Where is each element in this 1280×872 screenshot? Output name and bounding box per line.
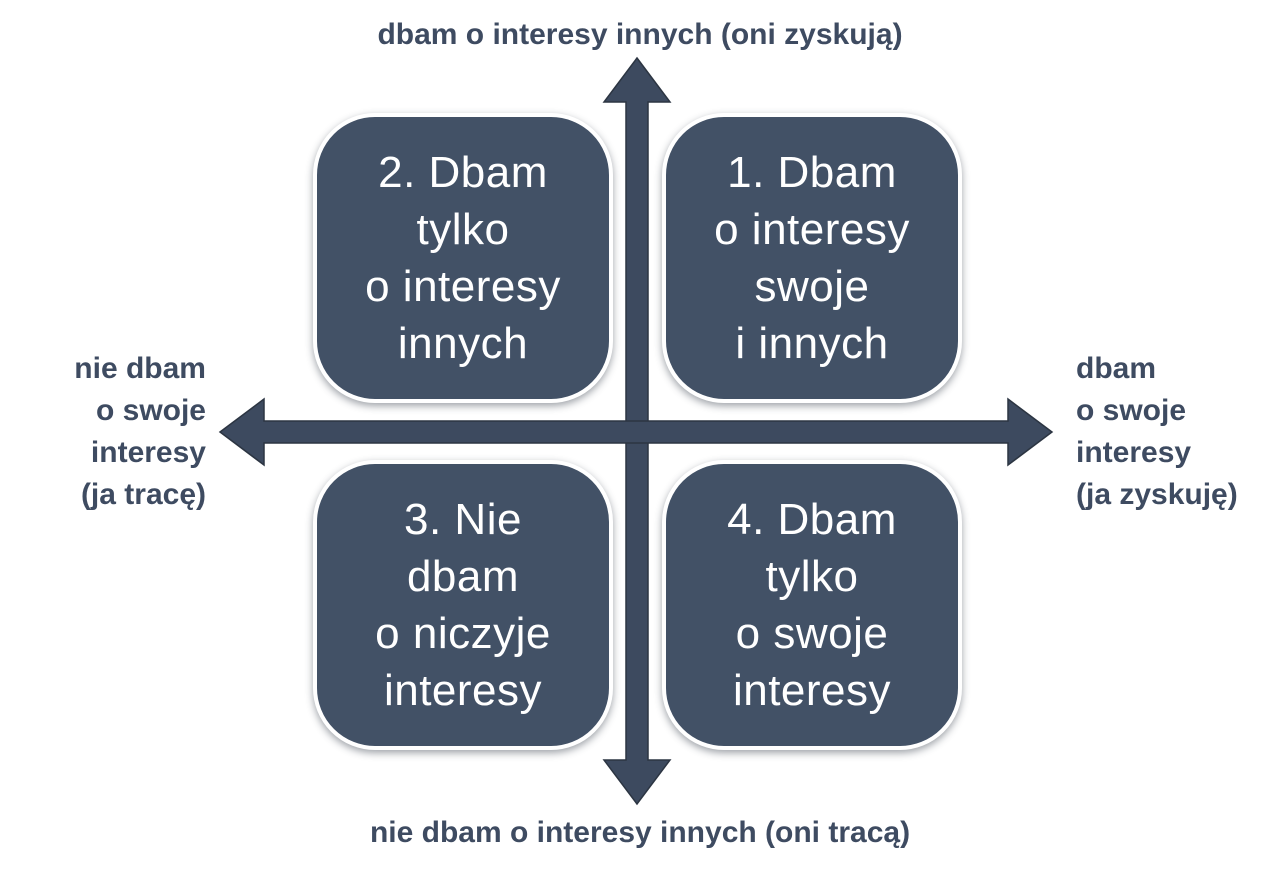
- top-axis-label: dbam o interesy innych (oni zyskują): [377, 18, 903, 51]
- quadrant-2-box: 2. Dbam tylko o interesy innych: [313, 113, 613, 403]
- quadrant-4-box: 4. Dbam tylko o swoje interesy: [662, 460, 962, 750]
- quadrant-3-text: 3. Nie dbam o niczyje interesy: [375, 495, 551, 715]
- vertical-axis-arrow: [602, 56, 672, 806]
- quadrant-1-text: 1. Dbam o interesy swoje i innych: [714, 148, 910, 368]
- left-axis-label: nie dbam o swoje interesy (ja tracę): [74, 352, 206, 511]
- right-axis-label: dbam o swoje interesy (ja zyskuję): [1076, 352, 1238, 511]
- horizontal-axis-arrow: [218, 397, 1054, 467]
- quadrant-3-box: 3. Nie dbam o niczyje interesy: [313, 460, 613, 750]
- bottom-axis-label: nie dbam o interesy innych (oni tracą): [369, 816, 911, 849]
- quadrant-2-text: 2. Dbam tylko o interesy innych: [365, 148, 561, 368]
- quadrant-4-text: 4. Dbam tylko o swoje interesy: [727, 495, 897, 715]
- quadrant-1-box: 1. Dbam o interesy swoje i innych: [662, 113, 962, 403]
